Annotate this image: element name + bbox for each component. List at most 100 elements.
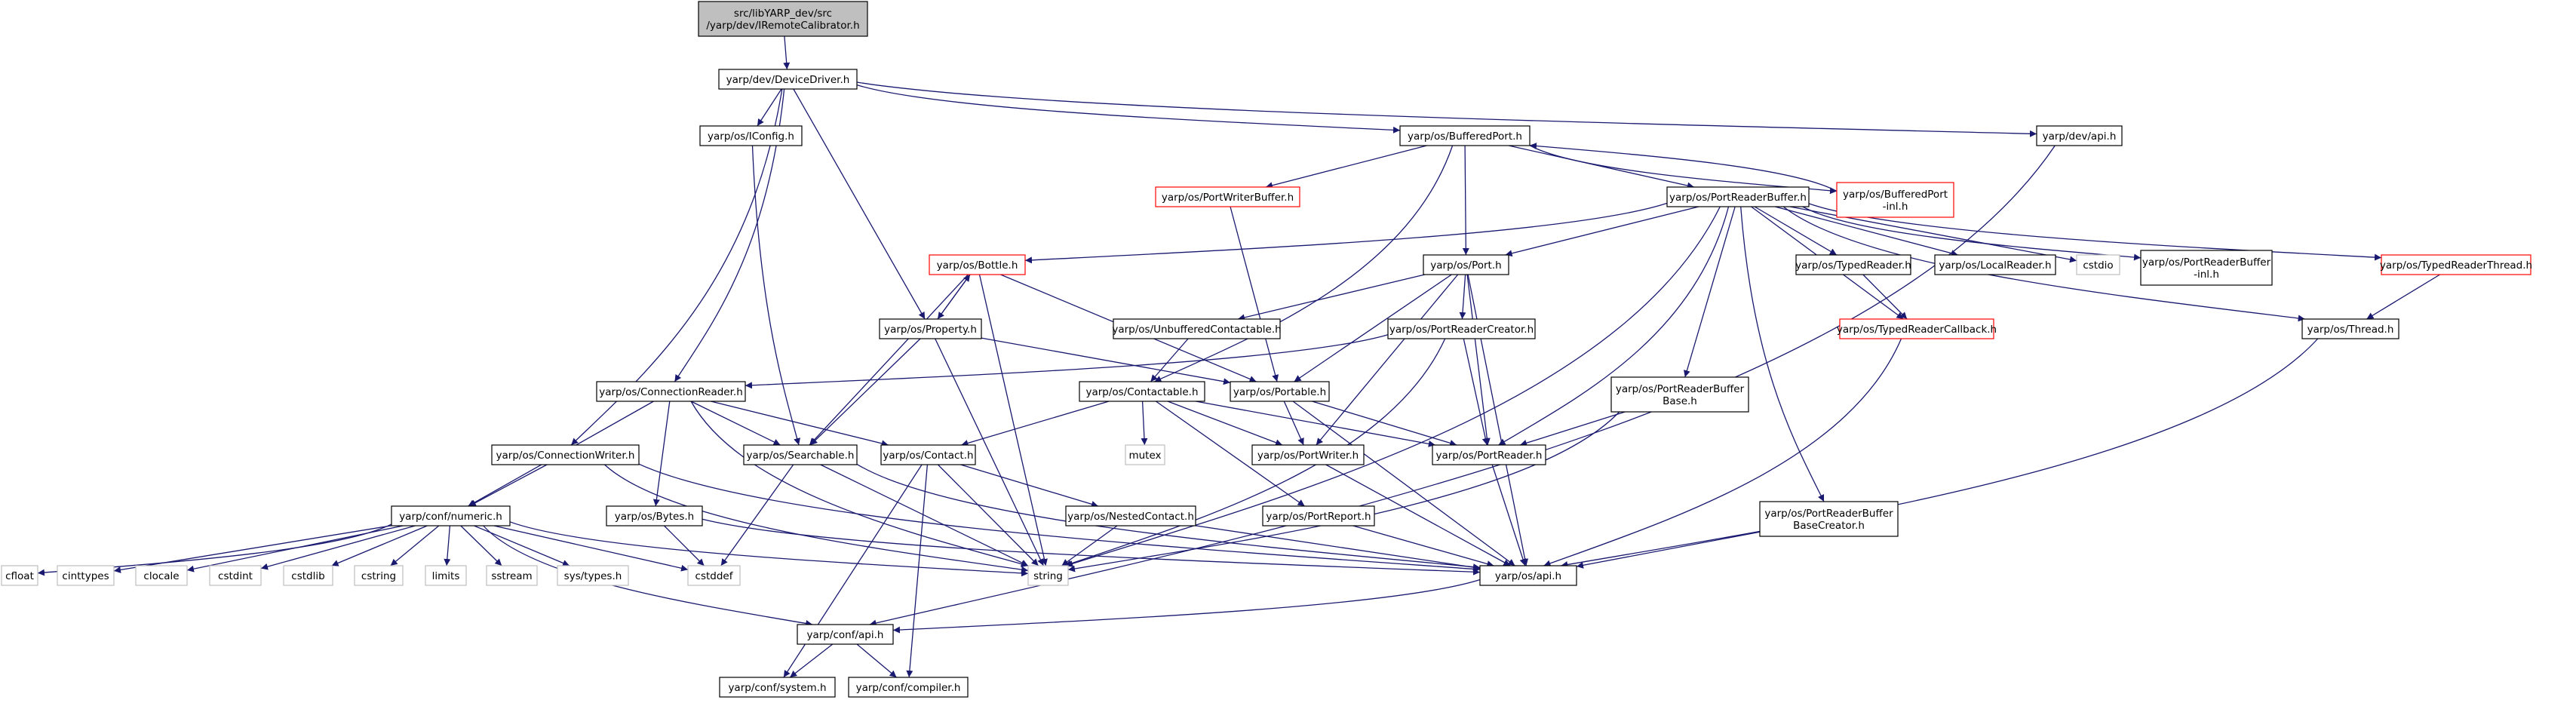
node-bytes[interactable]: yarp/os/Bytes.h [606, 505, 703, 526]
node-box [1423, 254, 1509, 275]
edge-portreader-to-osapi [1491, 464, 1527, 566]
node-label: yarp/os/PortReaderBuffer [2142, 256, 2271, 269]
node-prbinl[interactable]: yarp/os/PortReaderBuffer-inl.h [2140, 250, 2273, 286]
edge-prbbase-to-portreader [1519, 411, 1626, 447]
node-unbuffered[interactable]: yarp/os/UnbufferedContactable.h [1112, 318, 1282, 339]
node-label: cstdint [218, 570, 253, 582]
edge-portreaderbuffer-to-bottle [1024, 202, 1668, 264]
node-connectionreader[interactable]: yarp/os/ConnectionReader.h [596, 381, 746, 402]
node-confapi[interactable]: yarp/conf/api.h [797, 624, 894, 645]
edge-devicedriver-to-bufferedport [856, 84, 1401, 134]
node-box [1079, 381, 1205, 402]
node-bufferedport[interactable]: yarp/os/BufferedPort.h [1399, 125, 1531, 146]
edge-bufferedportinl-to-bufferedport [1529, 143, 1838, 192]
edge-contact-to-string [937, 464, 1039, 566]
node-contact[interactable]: yarp/os/Contact.h [880, 444, 976, 465]
node-label: cfloat [5, 570, 34, 582]
node-portable[interactable]: yarp/os/Portable.h [1230, 381, 1330, 402]
edge-unbuffered-to-contactable [1150, 338, 1189, 382]
node-numeric[interactable]: yarp/conf/numeric.h [391, 505, 511, 526]
edge-contactable-to-mutex [1141, 401, 1148, 446]
node-thread[interactable]: yarp/os/Thread.h [2301, 318, 2399, 339]
node-cstdint: cstdint [209, 565, 262, 586]
node-system[interactable]: yarp/conf/system.h [719, 677, 836, 698]
node-label: -inl.h [1883, 201, 1908, 213]
edge-numeric-to-cstddef [493, 525, 689, 572]
edge-connectionwriter-to-numeric [468, 464, 548, 507]
node-typedreadercallback[interactable]: yarp/os/TypedReaderCallback.h [1837, 318, 1997, 339]
edge-devicedriver-to-connectionreader [674, 88, 785, 382]
node-box [718, 69, 858, 90]
node-label: cstddef [695, 570, 734, 582]
edge-property-to-bottle [937, 274, 971, 320]
node-portwriter[interactable]: yarp/os/PortWriter.h [1251, 444, 1365, 465]
node-label: yarp/os/Thread.h [2307, 324, 2394, 336]
edge-portreaderbuffer-to-prbbase [1684, 206, 1736, 378]
edge-bufferedport-to-port [1462, 145, 1469, 256]
node-devicedriver[interactable]: yarp/dev/DeviceDriver.h [718, 69, 858, 90]
node-iconfig[interactable]: yarp/os/IConfig.h [699, 125, 803, 146]
node-box [1262, 505, 1375, 526]
node-bufferedportinl[interactable]: yarp/os/BufferedPort-inl.h [1836, 182, 1954, 218]
edge-bottle-to-string [978, 274, 1048, 566]
node-bottle[interactable]: yarp/os/Bottle.h [929, 254, 1026, 275]
edge-devicedriver-to-connectionwriter [570, 88, 783, 446]
node-compiler[interactable]: yarp/conf/compiler.h [848, 677, 969, 698]
node-typedreaderthread[interactable]: yarp/os/TypedReaderThread.h [2380, 254, 2532, 275]
edge-portreaderbuffer-to-typedreader [1754, 206, 1838, 256]
node-box [1836, 182, 1954, 218]
node-portreader[interactable]: yarp/os/PortReader.h [1432, 444, 1546, 465]
node-label: yarp/os/Contact.h [883, 450, 973, 462]
node-localreader[interactable]: yarp/os/LocalReader.h [1934, 254, 2056, 275]
node-nestedcontact[interactable]: yarp/os/NestedContact.h [1065, 505, 1196, 526]
node-box [283, 565, 333, 586]
node-connectionwriter[interactable]: yarp/os/ConnectionWriter.h [491, 444, 640, 465]
node-port[interactable]: yarp/os/Port.h [1423, 254, 1509, 275]
edge-bottle-to-searchable [809, 274, 969, 446]
node-typedreader[interactable]: yarp/os/TypedReader.h [1795, 254, 1911, 275]
edge-port-to-portwriter [1316, 274, 1459, 446]
edge-devicedriver-to-devapi [856, 81, 2037, 137]
edge-numeric-to-cinttypes [113, 525, 392, 573]
node-searchable[interactable]: yarp/os/Searchable.h [743, 444, 858, 465]
edge-portwriter-to-osapi [1325, 464, 1511, 566]
node-cinttypes: cinttypes [57, 565, 115, 586]
edge-portable-to-osapi [1292, 401, 1515, 566]
node-portreadercreator[interactable]: yarp/os/PortReaderCreator.h [1387, 318, 1536, 339]
node-osapi[interactable]: yarp/os/api.h [1479, 565, 1577, 586]
node-cstdio: cstdio [2076, 254, 2120, 275]
edge-port-to-portable [1294, 274, 1452, 382]
node-label: yarp/os/Contactable.h [1085, 386, 1198, 398]
node-portreport[interactable]: yarp/os/PortReport.h [1262, 505, 1375, 526]
edge-connectionreader-to-string [690, 401, 1029, 568]
node-label: yarp/os/BufferedPort.h [1408, 130, 1522, 143]
node-property[interactable]: yarp/os/Property.h [879, 318, 982, 339]
node-label: yarp/os/PortWriterBuffer.h [1162, 192, 1294, 204]
node-cstdlib: cstdlib [283, 565, 333, 586]
node-portwriterbuffer[interactable]: yarp/os/PortWriterBuffer.h [1155, 186, 1300, 207]
node-box [606, 505, 703, 526]
node-contactable[interactable]: yarp/os/Contactable.h [1079, 381, 1205, 402]
node-box [2036, 125, 2123, 146]
node-label: yarp/os/PortReaderBuffer.h [1669, 192, 1807, 204]
node-limits: limits [425, 565, 467, 586]
node-devapi[interactable]: yarp/dev/api.h [2036, 125, 2123, 146]
node-portreaderbuffer[interactable]: yarp/os/PortReaderBuffer.h [1666, 186, 1810, 207]
node-box [209, 565, 262, 586]
node-label: yarp/os/Searchable.h [747, 450, 855, 462]
edge-prbbase-to-string [1067, 411, 1620, 573]
node-box [2301, 318, 2399, 339]
node-box [1251, 444, 1365, 465]
node-label: yarp/os/UnbufferedContactable.h [1112, 324, 1281, 336]
edge-numeric-to-cstring [390, 525, 440, 566]
node-box [1795, 254, 1911, 275]
node-root[interactable]: src/libYARP_dev/src/yarp/dev/IRemoteCali… [698, 1, 868, 37]
edge-contactable-to-portreport [1156, 401, 1305, 507]
node-label: yarp/os/Bytes.h [615, 511, 695, 523]
node-label: yarp/os/PortReaderBuffer [1616, 383, 1745, 395]
node-label: string [1033, 570, 1063, 582]
node-box [879, 318, 982, 339]
node-label: cstdio [2083, 259, 2113, 272]
